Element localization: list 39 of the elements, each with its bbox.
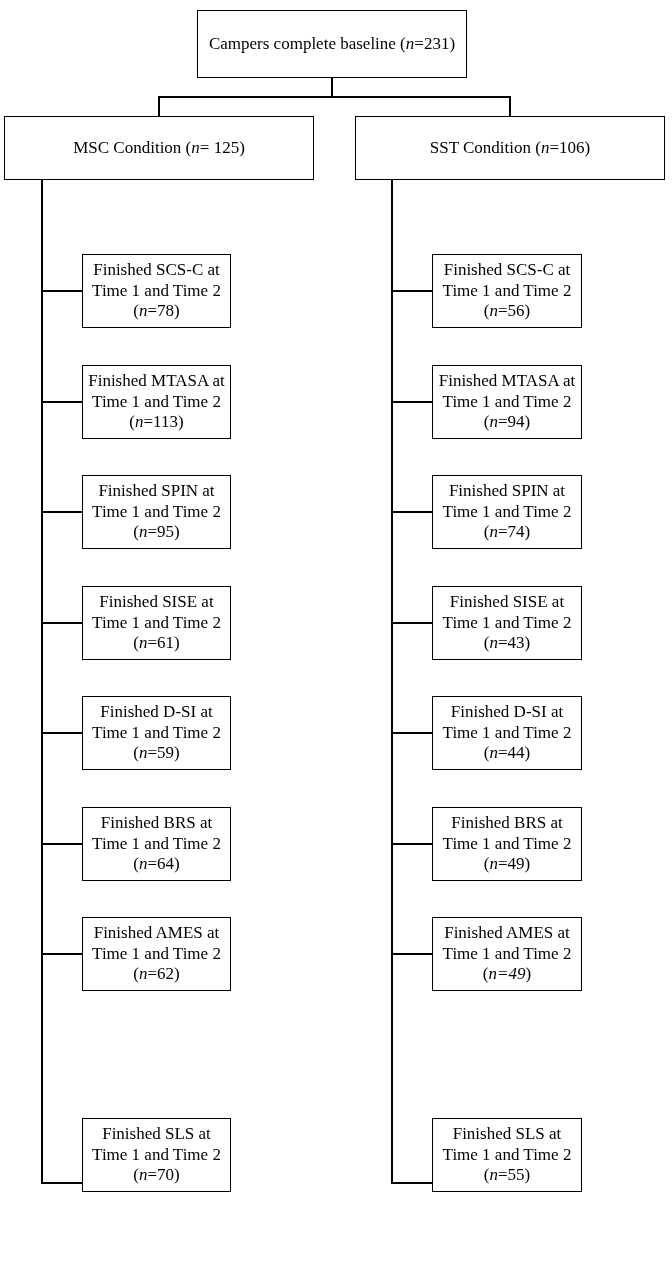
box-label: Finished D-SI at Time 1 and Time 2 (n=44) xyxy=(441,702,573,764)
measure-box xyxy=(82,365,231,439)
condition-box xyxy=(4,116,314,180)
measure-box xyxy=(82,475,231,549)
box-label: Finished MTASA at Time 1 and Time 2 (n=113) xyxy=(87,371,226,433)
box-label: Finished BRS at Time 1 and Time 2 (n=64) xyxy=(91,813,222,875)
box-label: Finished SISE at Time 1 and Time 2 (n=61) xyxy=(91,592,222,654)
connector-line xyxy=(331,77,511,117)
measure-box xyxy=(82,696,231,770)
measure-box xyxy=(432,696,582,770)
box-label: Finished SLS at Time 1 and Time 2 (n=70) xyxy=(91,1124,222,1186)
box-label: Finished D-SI at Time 1 and Time 2 (n=59) xyxy=(91,702,222,764)
measure-box xyxy=(82,807,231,881)
measure-box xyxy=(432,807,582,881)
box-label: Finished SLS at Time 1 and Time 2 (n=55) xyxy=(441,1124,573,1186)
box-label: Finished AMES at Time 1 and Time 2 (n=62) xyxy=(91,923,222,985)
box-label: Finished SCS-C at Time 1 and Time 2 (n=56) xyxy=(441,260,573,322)
box-label: Finished SISE at Time 1 and Time 2 (n=43) xyxy=(441,592,573,654)
measure-box xyxy=(82,917,231,991)
box-label: Finished SPIN at Time 1 and Time 2 (n=74) xyxy=(441,481,573,543)
measure-box xyxy=(82,254,231,328)
box-label: SST Condition (n=106) xyxy=(429,137,591,159)
box-label: Finished AMES at Time 1 and Time 2 (n=49) xyxy=(441,923,573,985)
measure-box xyxy=(82,1118,231,1192)
measure-box xyxy=(432,1118,582,1192)
box-label: Finished SCS-C at Time 1 and Time 2 (n=78) xyxy=(91,260,222,322)
box-label: Campers complete baseline (n=231) xyxy=(208,33,456,55)
box-label: Finished SPIN at Time 1 and Time 2 (n=95) xyxy=(91,481,222,543)
measure-box xyxy=(432,254,582,328)
measure-box xyxy=(82,586,231,660)
measure-box xyxy=(432,917,582,991)
box-label: Finished MTASA at Time 1 and Time 2 (n=94) xyxy=(437,371,577,433)
condition-box xyxy=(355,116,665,180)
measure-box xyxy=(432,475,582,549)
box-label: Finished BRS at Time 1 and Time 2 (n=49) xyxy=(441,813,573,875)
start-box xyxy=(197,10,467,78)
measure-box xyxy=(432,365,582,439)
box-label: MSC Condition (n= 125) xyxy=(73,137,245,159)
measure-box xyxy=(432,586,582,660)
